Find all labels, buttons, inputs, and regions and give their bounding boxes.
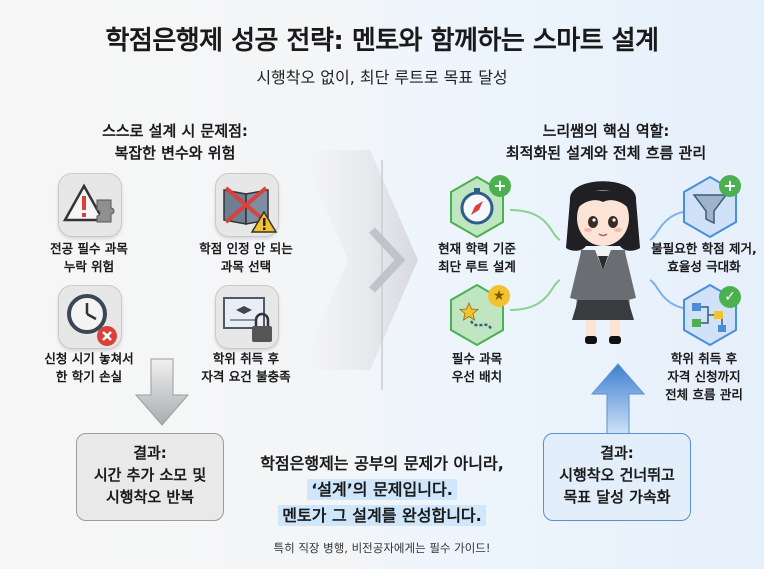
right-result-line1: 결과: bbox=[600, 444, 634, 462]
right-item-1-caption: 현재 학력 기준 최단 루트 설계 bbox=[418, 240, 536, 276]
right-item-4-line3: 전체 흐름 관리 bbox=[665, 387, 743, 402]
right-result-box: 결과: 시행착오 건너뛰고 목표 달성 가속화 bbox=[543, 433, 691, 521]
plus-badge-icon: + bbox=[719, 175, 741, 197]
left-section-heading: 스스로 설계 시 문제점: 복잡한 변수와 위험 bbox=[60, 120, 290, 164]
right-section-heading: 느리쌤의 핵심 역할: 최적화된 설계와 전체 흐름 관리 bbox=[466, 120, 746, 164]
right-item-2-line2: 효율성 극대화 bbox=[667, 259, 741, 274]
left-result-line2: 시간 추가 소모 및 bbox=[93, 466, 207, 484]
right-heading-line2: 최적화된 설계와 전체 흐름 관리 bbox=[505, 144, 707, 162]
left-item-2-caption: 학점 인정 안 되는 과목 선택 bbox=[176, 240, 316, 276]
left-item-4-caption: 학위 취득 후 자격 요건 불충족 bbox=[176, 350, 316, 386]
left-item-1-caption: 전공 필수 과목 누락 위험 bbox=[20, 240, 158, 276]
center-message-line3: 멘토가 그 설계를 완성합니다. bbox=[278, 505, 486, 526]
left-item-4-line2: 자격 요건 불충족 bbox=[201, 369, 291, 384]
left-item-3-line2: 한 학기 손실 bbox=[55, 369, 123, 384]
right-item-4-caption: 학위 취득 후 자격 신청까지 전체 흐름 관리 bbox=[644, 350, 764, 404]
left-item-1-line1: 전공 필수 과목 bbox=[50, 241, 128, 256]
left-item-2-line1: 학점 인정 안 되는 bbox=[199, 241, 293, 256]
left-result-line3: 시행착오 반복 bbox=[105, 488, 195, 506]
right-item-4-line2: 자격 신청까지 bbox=[667, 369, 741, 384]
right-item-4-line1: 학위 취득 후 bbox=[670, 351, 738, 366]
page-subtitle: 시행착오 없이, 최단 루트로 목표 달성 bbox=[256, 68, 508, 87]
right-item-3-line2: 우선 배치 bbox=[451, 369, 503, 384]
crossed-book-icon bbox=[215, 173, 279, 237]
right-item-1-line1: 현재 학력 기준 bbox=[438, 241, 516, 256]
check-badge-icon: ✓ bbox=[719, 286, 741, 308]
clock-error-icon bbox=[58, 285, 122, 349]
left-heading-line1: 스스로 설계 시 문제점: bbox=[102, 122, 248, 140]
left-item-3-caption: 신청 시기 놓쳐서 한 학기 손실 bbox=[20, 350, 158, 386]
left-result-box: 결과: 시간 추가 소모 및 시행착오 반복 bbox=[76, 433, 224, 521]
right-item-2-line1: 불필요한 학점 제거, bbox=[651, 241, 757, 256]
right-heading-line1: 느리쌤의 핵심 역할: bbox=[542, 122, 670, 140]
left-result-line1: 결과: bbox=[133, 444, 167, 462]
locked-certificate-icon bbox=[215, 285, 279, 349]
left-item-1-line2: 누락 위험 bbox=[63, 259, 115, 274]
center-chevron-arrow bbox=[300, 150, 418, 390]
center-message-line1: 학점은행제는 공부의 문제가 아니라, bbox=[260, 454, 504, 473]
right-item-2-caption: 불필요한 학점 제거, 효율성 극대화 bbox=[644, 240, 764, 276]
footnote: 특히 직장 병행, 비전공자에게는 필수 가이드! bbox=[273, 541, 491, 555]
left-item-4-line1: 학위 취득 후 bbox=[212, 351, 280, 366]
up-arrow-icon bbox=[590, 363, 646, 435]
right-result-line3: 목표 달성 가속화 bbox=[563, 488, 671, 506]
star-badge-icon: ★ bbox=[488, 285, 510, 307]
left-item-3-line1: 신청 시기 놓쳐서 bbox=[44, 351, 134, 366]
down-arrow-icon bbox=[134, 358, 190, 426]
mentor-character-illustration bbox=[566, 181, 640, 344]
plus-badge-icon: + bbox=[489, 175, 511, 197]
right-item-1-line2: 최단 루트 설계 bbox=[438, 259, 516, 274]
right-item-3-caption: 필수 과목 우선 배치 bbox=[418, 350, 536, 386]
warning-puzzle-icon bbox=[58, 173, 122, 237]
left-item-2-line2: 과목 선택 bbox=[220, 259, 272, 274]
right-result-line2: 시행착오 건너뛰고 bbox=[559, 466, 675, 484]
center-message: 학점은행제는 공부의 문제가 아니라, ‘설계’의 문제입니다. 멘토가 그 설… bbox=[232, 451, 532, 529]
page-title: 학점은행제 성공 전략: 멘토와 함께하는 스마트 설계 bbox=[105, 26, 659, 56]
right-item-3-line1: 필수 과목 bbox=[451, 351, 503, 366]
left-heading-line2: 복잡한 변수와 위험 bbox=[114, 144, 236, 162]
center-message-line2: ‘설계’의 문제입니다. bbox=[307, 479, 457, 500]
